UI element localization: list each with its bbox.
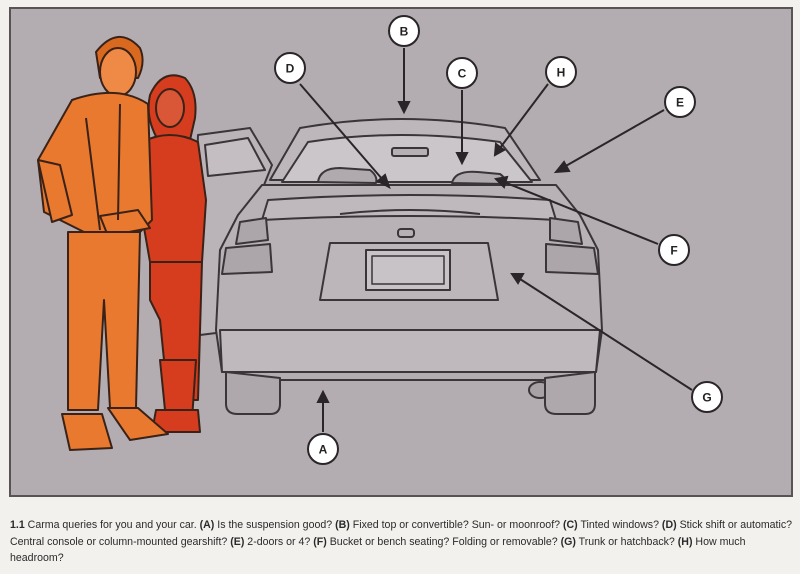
seat-left [317, 167, 378, 184]
side-light-left [235, 217, 269, 245]
callout-g-circle [691, 381, 723, 413]
figure-caption: 1.1 Carma queries for you and your car. … [10, 517, 794, 567]
arrow-g [510, 273, 525, 285]
arrow-e [553, 160, 571, 174]
woman-figure [139, 74, 207, 433]
callout-f-label: F [670, 244, 677, 258]
man-shirt-lines [85, 103, 121, 231]
leader-e [563, 109, 665, 168]
caption-text-e: 2-doors or 4? [244, 535, 314, 548]
taillight-right [545, 243, 599, 275]
man-face [99, 47, 137, 97]
callout-e-circle [664, 86, 696, 118]
arrow-h [493, 142, 506, 157]
arrow-f [493, 175, 509, 189]
leader-g [519, 278, 693, 391]
wheel-right [544, 371, 596, 415]
callout-c-circle [446, 57, 478, 89]
woman-face [155, 88, 185, 128]
rear-bumper [219, 329, 601, 373]
callout-c-label: C [458, 67, 467, 81]
arrow-d [376, 173, 391, 190]
caption-text-c: Tinted windows? [577, 519, 662, 531]
caption-text-d: Stick shift or automatic? Central consol… [10, 519, 793, 548]
side-light-right [549, 217, 583, 245]
caption-text-h: How much headroom? [10, 535, 746, 565]
wheel-left [225, 371, 281, 415]
car-emblem [397, 228, 415, 238]
callout-g-label: G [702, 391, 711, 405]
callout-h-circle [545, 56, 577, 88]
couple-illustration [37, 36, 207, 451]
callout-d-label: D [286, 62, 295, 76]
caption-key-g: (G) [560, 535, 576, 548]
man-left-shoe [61, 413, 113, 451]
caption-fig-number: 1.1 [10, 519, 25, 531]
callout-b: B [388, 15, 420, 47]
caption-text-a: Is the suspension good? [214, 519, 336, 531]
caption-key-d: (D) [661, 519, 677, 531]
callout-c: C [446, 57, 478, 89]
leader-d [299, 83, 384, 181]
callout-d-circle [274, 52, 306, 84]
leader-h [499, 83, 549, 149]
callout-b-circle [388, 15, 420, 47]
car-diagram: A B C D E F G H [9, 7, 793, 497]
callouts: A B C D E F G H [274, 15, 723, 465]
callout-d: D [274, 52, 306, 84]
callout-g: G [691, 381, 723, 413]
callout-b-label: B [400, 25, 409, 39]
trunk-crease [339, 209, 481, 215]
arrow-a [316, 389, 330, 403]
callout-a-circle [307, 433, 339, 465]
callout-f: F [658, 234, 690, 266]
callout-e-label: E [676, 96, 684, 110]
man-right-shoe [107, 407, 169, 441]
callout-a: A [307, 433, 339, 465]
car-illustration [191, 118, 603, 415]
caption-key-b: (B) [335, 519, 350, 531]
caption-key-f: (F) [313, 535, 327, 548]
callout-a-label: A [319, 443, 328, 457]
man-left-arm [37, 159, 73, 223]
callout-f-circle [658, 234, 690, 266]
man-hand [99, 209, 151, 237]
callout-h: H [545, 56, 577, 88]
caption-key-h: (H) [677, 535, 693, 548]
caption-text-f: Bucket or bench seating? Folding or remo… [326, 535, 561, 548]
caption-intro: Carma queries for you and your car. [24, 519, 200, 531]
caption-key-c: (C) [562, 519, 578, 531]
brake-light [391, 147, 429, 157]
caption-key-a: (A) [199, 519, 215, 531]
license-plate-inner [371, 255, 445, 285]
taillight-left [221, 243, 273, 275]
man-jeans [67, 231, 141, 411]
callout-leaders [299, 48, 693, 432]
caption-text-g: Trunk or hatchback? [575, 535, 678, 548]
door-window [204, 137, 266, 177]
caption-text-b: Fixed top or convertible? Sun- or moonro… [349, 519, 563, 531]
man-figure [37, 36, 169, 451]
trunk-lid [261, 194, 557, 221]
leader-f [503, 181, 659, 245]
callout-h-label: H [557, 66, 566, 80]
caption-key-e: (E) [230, 535, 245, 548]
arrow-c [455, 152, 469, 166]
callout-e: E [664, 86, 696, 118]
arrow-b [397, 101, 411, 115]
